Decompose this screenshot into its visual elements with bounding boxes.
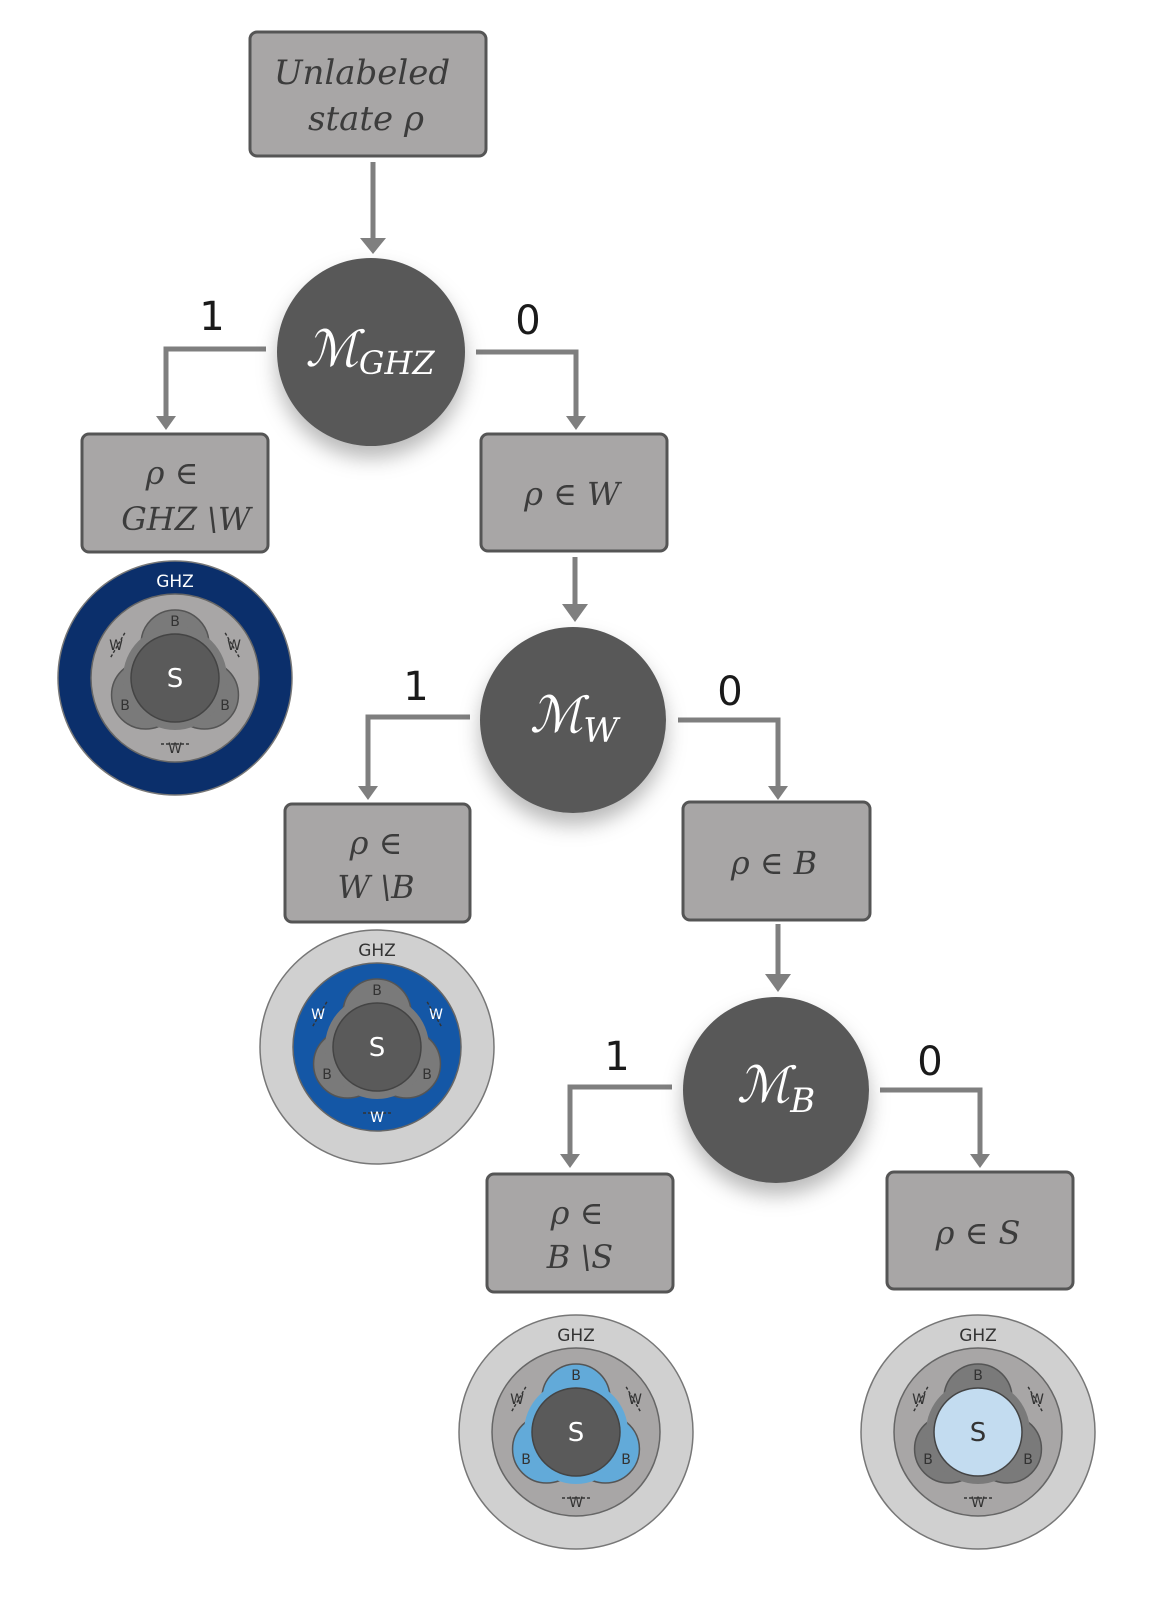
arrowhead (358, 786, 378, 800)
edge-ghz-1 (163, 346, 266, 420)
venn-label-b: B (422, 1067, 432, 1083)
box-ghz-minus-w-line1: ρ ∈ (145, 454, 199, 492)
arrowhead (566, 416, 586, 430)
arrowhead (768, 786, 788, 800)
edge-w-0 (678, 717, 781, 790)
box-w-minus-b-line1: ρ ∈ (349, 824, 403, 862)
connectors (156, 162, 990, 1168)
s-region (531, 1387, 621, 1477)
svg-text:ℳGHZ: ℳGHZ (305, 320, 435, 382)
venn-label-s: S (568, 1418, 585, 1448)
venn-label-b: B (621, 1452, 631, 1468)
s-region (130, 633, 220, 723)
edge-label-w-0: 0 (717, 669, 742, 715)
start-box-line1: Unlabeled (274, 53, 450, 93)
venn-label-ghz: GHZ (156, 572, 194, 592)
venn-label-ghz: GHZ (959, 1326, 997, 1346)
venn-label-w: W (971, 1495, 985, 1511)
box-ghz-minus-w: ρ ∈ GHZ \W (80, 432, 270, 554)
arrowhead (765, 974, 791, 992)
venn-label-b: B (973, 1368, 983, 1384)
venn-label-w: W (429, 1007, 443, 1023)
s-region (332, 1002, 422, 1092)
node-m-w-symbol: ℳ (530, 686, 590, 744)
venn-label-w: W (628, 1392, 642, 1408)
venn-label-ghz: GHZ (557, 1326, 595, 1346)
node-m-b: ℳB (683, 997, 869, 1183)
arrowhead (156, 416, 176, 430)
box-in-b: ρ ∈ B (681, 800, 872, 922)
box-in-s-line1: ρ ∈ S (935, 1214, 1021, 1252)
venn-label-s: S (167, 664, 184, 694)
s-region (933, 1387, 1023, 1477)
node-m-ghz-subscript: GHZ (359, 344, 435, 382)
edge-label-b-1: 1 (604, 1034, 629, 1080)
venn-label-w: W (370, 1110, 384, 1126)
edge-ghz-0 (476, 349, 579, 420)
venn-label-b: B (120, 698, 130, 714)
venn-label-w: W (510, 1392, 524, 1408)
start-box: Unlabeled state ρ (248, 30, 488, 158)
box-ghz-minus-w-line2: GHZ \W (121, 500, 254, 538)
box-in-w: ρ ∈ W (479, 432, 669, 553)
edge-b-1 (567, 1084, 672, 1158)
venn-label-b: B (1023, 1452, 1033, 1468)
edge-w-1 (365, 714, 470, 790)
edge-b-0 (880, 1087, 983, 1158)
venn-label-b: B (372, 983, 382, 999)
venn-label-w: W (168, 741, 182, 757)
box-b-minus-s-line1: ρ ∈ (550, 1194, 604, 1232)
edge-label-w-1: 1 (403, 664, 428, 710)
svg-text:ℳW: ℳW (530, 686, 621, 751)
node-m-w: ℳW (480, 627, 666, 813)
venn-w-highlight: GHZ W W W B B B S (259, 929, 495, 1165)
venn-label-w: W (227, 638, 241, 654)
venn-label-ghz: GHZ (358, 941, 396, 961)
node-m-b-subscript: B (789, 1081, 815, 1121)
venn-label-b: B (521, 1452, 531, 1468)
box-in-s: ρ ∈ S (885, 1170, 1075, 1291)
node-m-w-subscript: W (583, 711, 621, 751)
venn-label-s: S (369, 1033, 386, 1063)
box-w-minus-b: ρ ∈ W \B (283, 802, 472, 924)
venn-label-w: W (912, 1392, 926, 1408)
box-w-minus-b-line2: W \B (337, 868, 414, 906)
venn-label-w: W (1030, 1392, 1044, 1408)
box-in-w-line1: ρ ∈ W (523, 475, 623, 513)
arrowhead (562, 604, 588, 622)
venn-b-highlight: GHZ W W W B B B S (458, 1314, 694, 1550)
node-m-ghz-symbol: ℳ (305, 320, 365, 378)
edge-label-ghz-0: 0 (515, 298, 540, 344)
box-b-minus-s: ρ ∈ B \S (485, 1172, 675, 1294)
venn-label-b: B (923, 1452, 933, 1468)
box-in-b-line1: ρ ∈ B (730, 844, 817, 882)
venn-label-b: B (220, 698, 230, 714)
arrowhead (970, 1154, 990, 1168)
svg-text:ℳB: ℳB (737, 1056, 815, 1121)
venn-label-b: B (322, 1067, 332, 1083)
box-b-minus-s-line2: B \S (546, 1238, 613, 1276)
venn-label-s: S (970, 1418, 987, 1448)
venn-s-highlight: GHZ W W W B B B S (860, 1314, 1096, 1550)
venn-label-w: W (311, 1007, 325, 1023)
edge-label-ghz-1: 1 (199, 294, 224, 340)
venn-label-b: B (170, 614, 180, 630)
venn-diagrams: GHZ W W W B B B S GHZ W W W B B B S GHZ W W W B B B S GHZ W W W B B B S (57, 560, 1096, 1550)
start-box-line2: state ρ (308, 99, 424, 139)
venn-label-b: B (571, 1368, 581, 1384)
edge-label-b-0: 0 (917, 1039, 942, 1085)
venn-label-w: W (569, 1495, 583, 1511)
venn-ghz-highlight: GHZ W W W B B B S (57, 560, 293, 796)
arrowhead (560, 1154, 580, 1168)
node-m-ghz: ℳGHZ (277, 258, 465, 446)
venn-label-w: W (109, 638, 123, 654)
node-m-b-symbol: ℳ (737, 1056, 797, 1114)
arrowhead (360, 238, 386, 254)
